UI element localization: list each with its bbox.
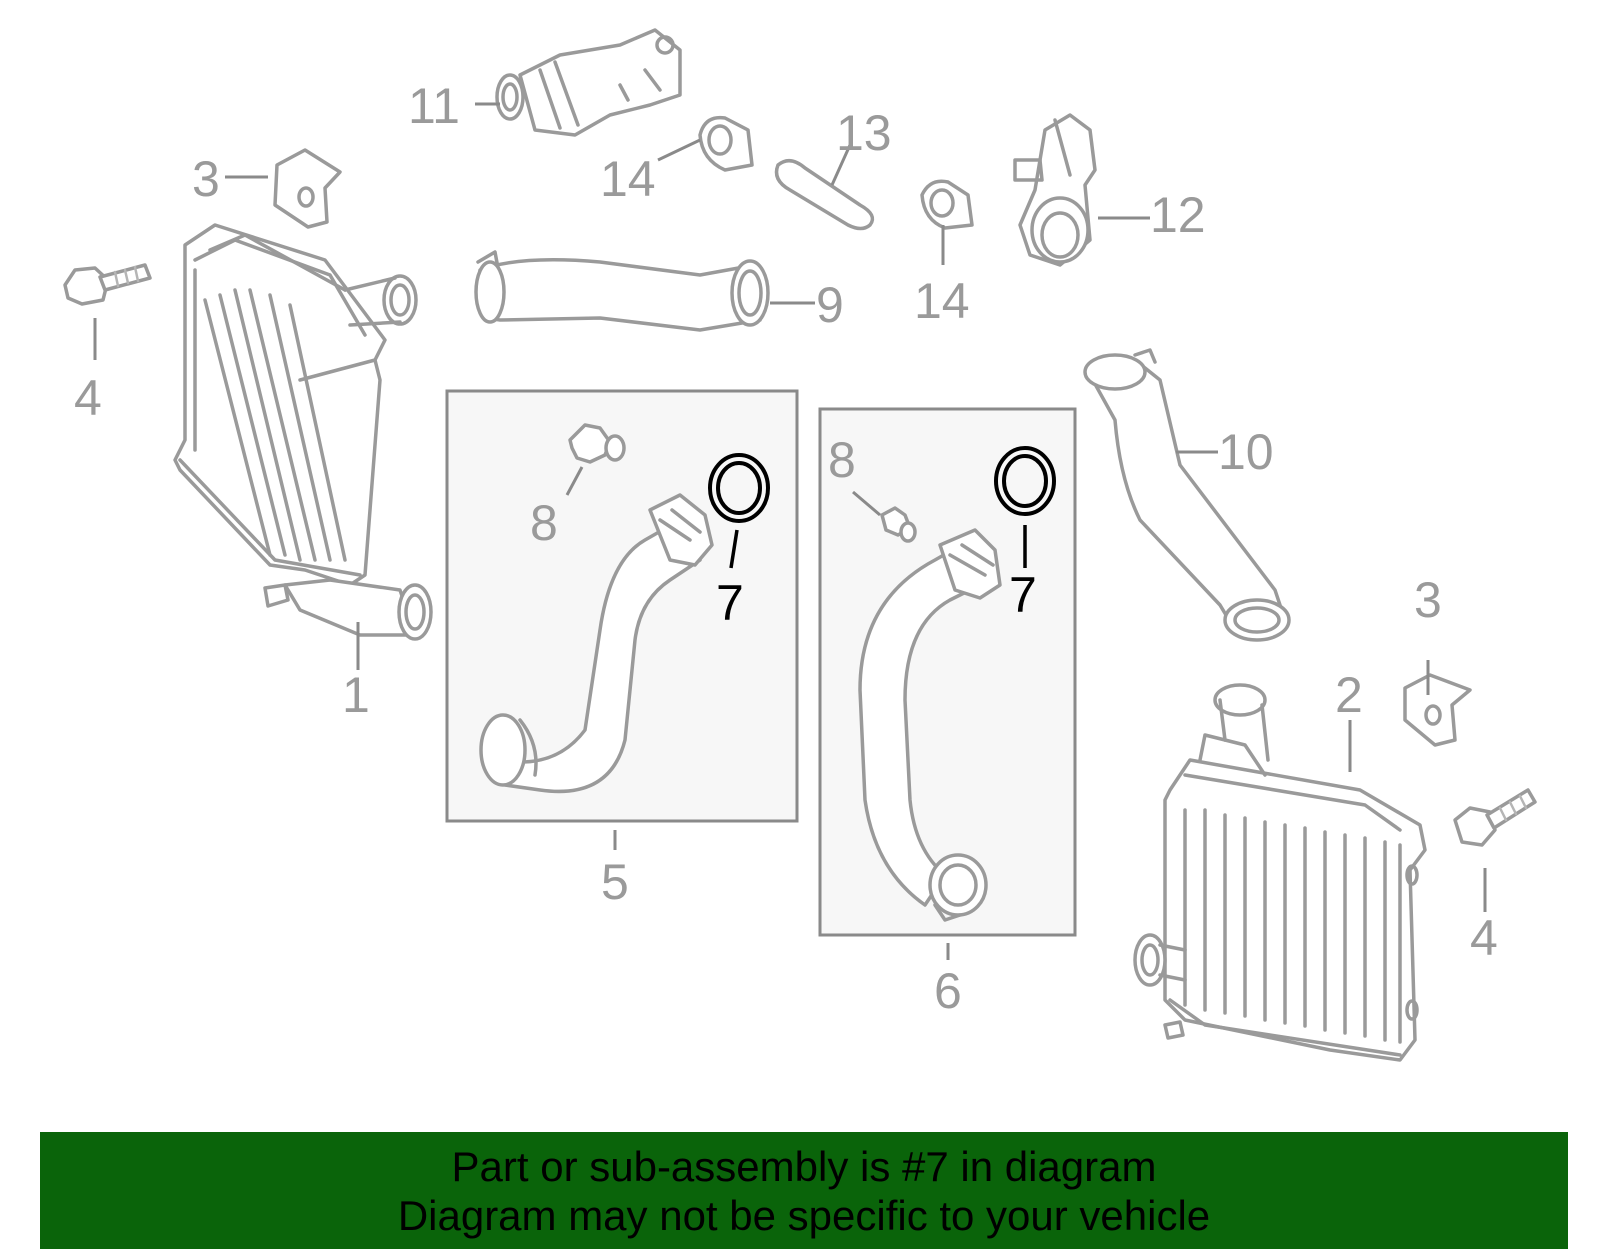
callout-10: 10 <box>1218 424 1274 480</box>
info-banner: Part or sub-assembly is #7 in diagram Di… <box>40 1132 1568 1249</box>
callout-2: 2 <box>1335 667 1363 723</box>
callout-3-right: 3 <box>1414 572 1442 628</box>
callout-5: 5 <box>601 854 629 910</box>
part-8-clip-left <box>568 423 626 464</box>
part-13-hose <box>774 158 875 231</box>
banner-line-part: Part or sub-assembly is #7 in diagram <box>451 1143 1157 1190</box>
part-14-clamp-left <box>698 115 754 172</box>
part-3-bracket-left <box>273 148 342 229</box>
callout-4-left: 4 <box>74 370 102 426</box>
callout-14-left: 14 <box>600 151 656 207</box>
part-6-hose <box>858 528 1002 922</box>
part-7-gasket-left <box>708 453 770 523</box>
callout-8-left: 8 <box>530 495 558 551</box>
callout-7-right: 7 <box>1009 567 1037 623</box>
callout-12: 12 <box>1150 187 1206 243</box>
part-4-bolt-left <box>63 263 152 306</box>
callout-6: 6 <box>934 963 962 1019</box>
callout-13: 13 <box>836 105 892 161</box>
callout-11: 11 <box>408 78 460 134</box>
part-3-bracket-right <box>1403 673 1472 747</box>
callout-1: 1 <box>342 667 370 723</box>
part-14-clamp-right <box>920 179 974 230</box>
part-4-bolt-right <box>1453 788 1537 847</box>
part-7-gasket-right <box>994 446 1056 516</box>
part-10-pipe <box>1083 348 1291 642</box>
callout-3-left: 3 <box>192 151 220 207</box>
callout-7-left: 7 <box>716 575 744 631</box>
callout-4-right: 4 <box>1470 910 1498 966</box>
part-12-housing <box>1013 113 1097 267</box>
part-11-housing <box>495 28 682 137</box>
callout-14-right: 14 <box>914 273 970 329</box>
part-8-clip-right <box>880 506 917 543</box>
callout-8-right: 8 <box>828 432 856 488</box>
part-5-hose <box>479 493 714 794</box>
callout-9: 9 <box>816 277 844 333</box>
part-1-intercooler-left <box>173 223 433 641</box>
leader-lines <box>93 102 1487 960</box>
part-2-intercooler-right <box>1133 683 1427 1062</box>
part-9-pipe <box>474 250 770 332</box>
banner-line-disclaimer: Diagram may not be specific to your vehi… <box>397 1192 1211 1239</box>
